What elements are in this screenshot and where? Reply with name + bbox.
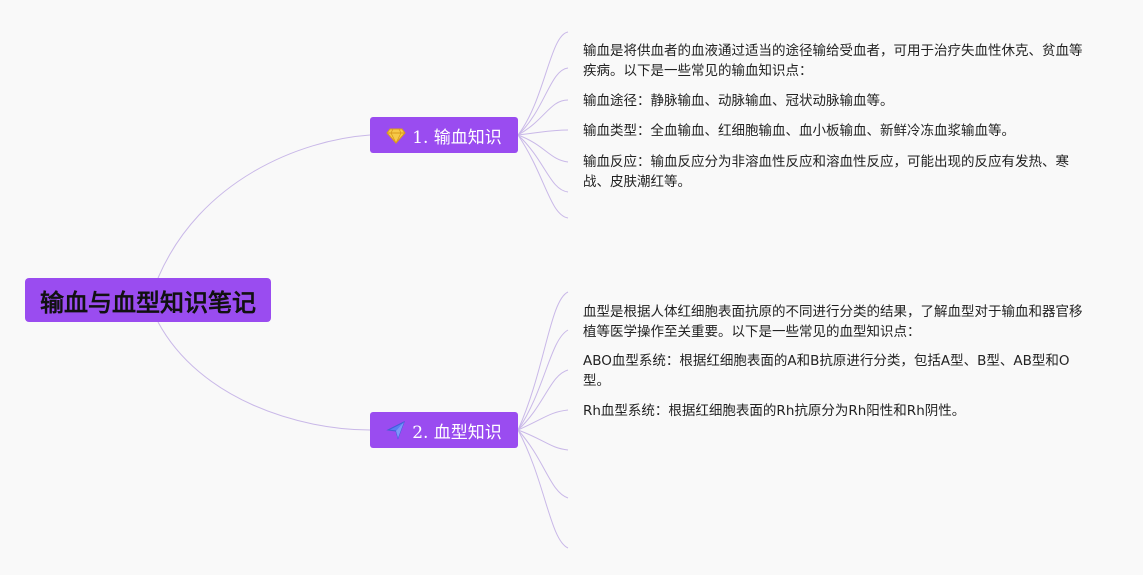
flag-icon: [386, 420, 406, 440]
root-title: 输血与血型知识笔记: [40, 288, 256, 317]
leaf-transfusion-type: 输血类型：全血输血、红细胞输血、血小板输血、新鲜冷冻血浆输血等。: [583, 123, 1015, 139]
leaf-transfusion-reaction: 输血反应：输血反应分为非溶血性反应和溶血性反应，可能出现的反应有发热、寒战、皮肤…: [583, 154, 1069, 190]
leaf-transfusion-route: 输血途径：静脉输血、动脉输血、冠状动脉输血等。: [583, 93, 894, 109]
root-topic[interactable]: 输血与血型知识笔记: [25, 278, 271, 322]
diamond-icon: [386, 125, 406, 145]
leaf-bloodtype-abo: ABO血型系统：根据红细胞表面的A和B抗原进行分类，包括A型、B型、AB型和O型…: [583, 353, 1070, 389]
branch-label: 2. 血型知识: [412, 422, 502, 443]
leaf-transfusion-intro: 输血是将供血者的血液通过适当的途径输给受血者，可用于治疗失血性休克、贫血等疾病。…: [583, 43, 1083, 79]
leaf-bloodtype-rh: Rh血型系统：根据红细胞表面的Rh抗原分为Rh阳性和Rh阴性。: [583, 403, 966, 419]
branch-transfusion[interactable]: 1. 输血知识: [370, 117, 518, 153]
branch-label: 1. 输血知识: [412, 127, 502, 148]
leaf-bloodtype-intro: 血型是根据人体红细胞表面抗原的不同进行分类的结果，了解血型对于输血和器官移植等医…: [583, 304, 1083, 340]
branch-blood-type[interactable]: 2. 血型知识: [370, 412, 518, 448]
